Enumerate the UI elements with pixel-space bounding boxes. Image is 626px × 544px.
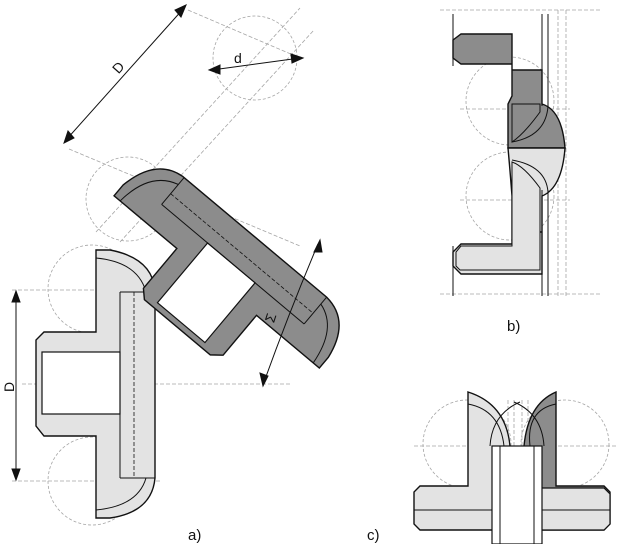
left-gear-c-body	[413, 391, 511, 531]
lower-gear-bore	[41, 351, 121, 415]
lower-gear-b-lines	[452, 159, 549, 296]
panel-a: D D d Σ a)	[1, 4, 340, 544]
center-shaft-lines	[467, 401, 557, 544]
dimension-d-small	[207, 53, 305, 75]
upper-gear-tooth-line	[170, 193, 314, 314]
label-c: c)	[367, 527, 380, 544]
label-a: a)	[188, 527, 201, 544]
label-d-small: d	[234, 50, 242, 66]
dimension-D-top	[63, 4, 187, 144]
lower-bevel-gear	[35, 249, 156, 519]
construction-circles-c	[422, 399, 610, 489]
upper-gear-b-lines	[452, 14, 549, 143]
label-b: b)	[507, 318, 520, 335]
panel-b: b)	[440, 9, 600, 335]
upper-gear-hub-lines	[119, 177, 328, 364]
upper-bevel-gear	[113, 168, 340, 370]
shaft-angle-arc	[259, 238, 323, 388]
lower-gear-b-fill	[455, 161, 541, 271]
panel-c: c)	[367, 390, 616, 544]
label-D-bottom: D	[1, 382, 17, 392]
dimension-D-bottom	[11, 289, 21, 482]
